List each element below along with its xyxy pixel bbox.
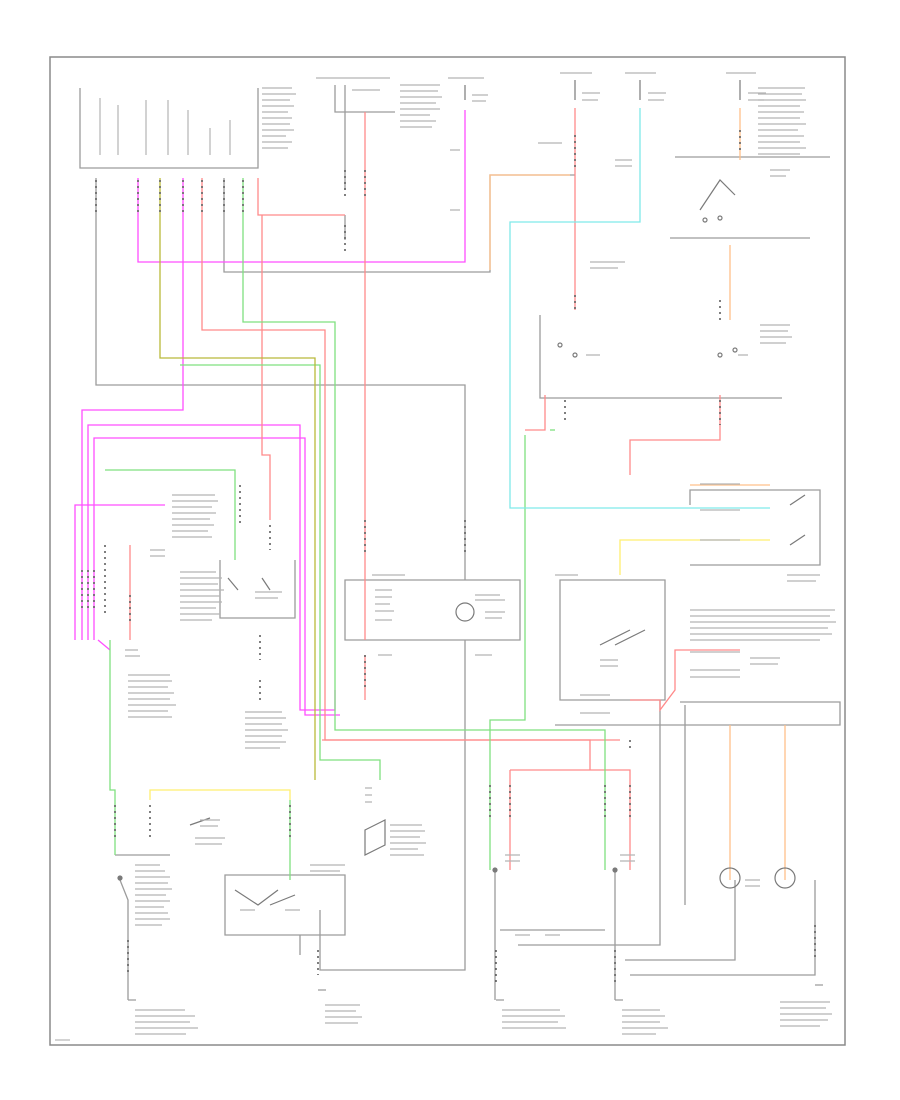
wires-cyan xyxy=(509,108,770,509)
wires-yellow xyxy=(149,539,770,800)
wires-olive xyxy=(159,178,316,780)
connector-markers xyxy=(81,130,816,985)
wires-red xyxy=(129,108,740,870)
tail-lamp-right-icon xyxy=(774,867,796,889)
wires-gray xyxy=(79,85,841,1001)
label-blocks xyxy=(55,72,836,1041)
wires-pink xyxy=(74,110,466,716)
wires-orange xyxy=(489,108,786,880)
tail-lamp-left-icon xyxy=(719,867,741,889)
component-symbols xyxy=(117,80,806,906)
diagram-frame xyxy=(49,56,846,1046)
top-left-vertical-labels xyxy=(99,98,231,155)
wires-green xyxy=(105,178,606,880)
lamp-bulb-icon xyxy=(455,602,475,622)
